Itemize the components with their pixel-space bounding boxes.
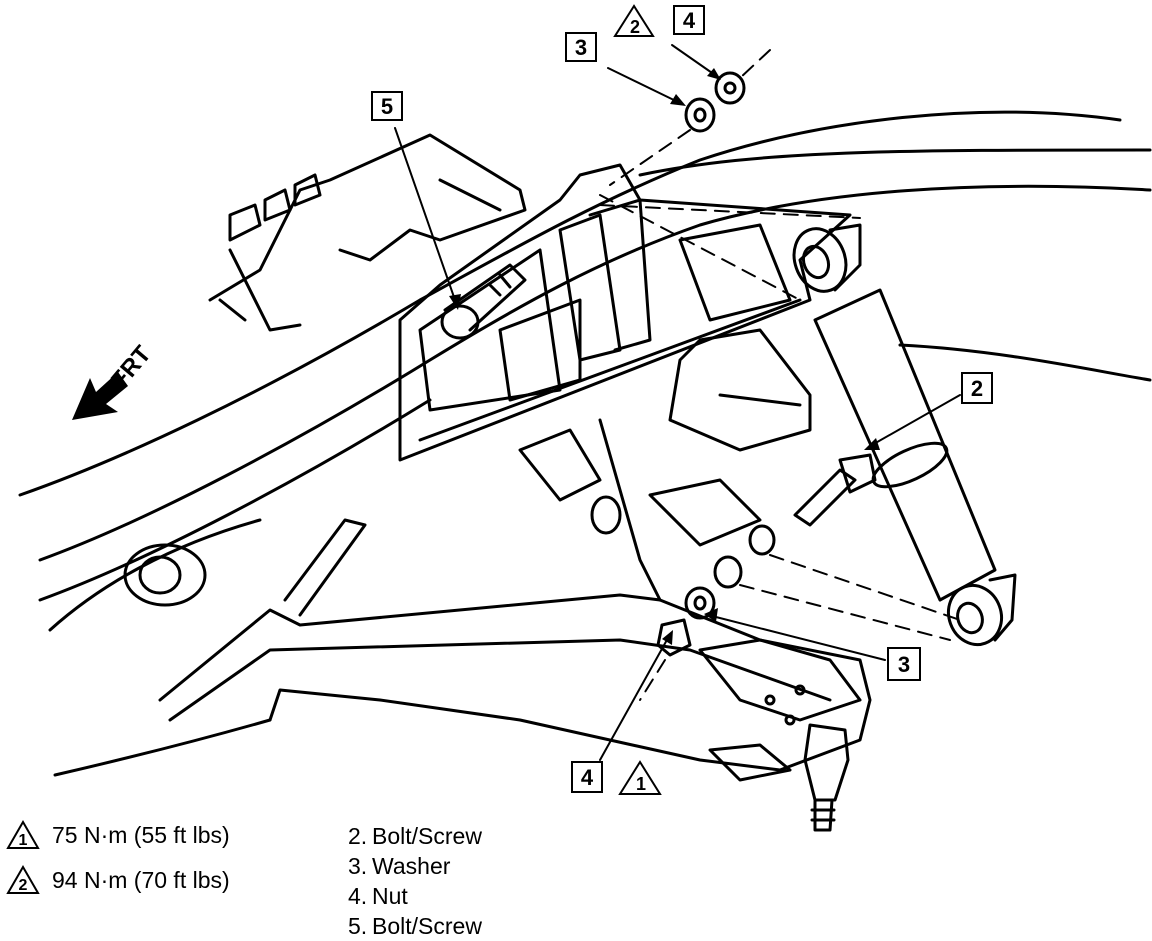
part-name: Bolt/Screw: [372, 823, 482, 849]
part-name: Nut: [372, 883, 408, 909]
part-name: Bolt/Screw: [372, 913, 482, 939]
leader-arrowheads: [449, 68, 880, 645]
list-item: 5. Bolt/Screw: [348, 911, 482, 941]
shock-absorber: [792, 223, 1017, 647]
upper-washer-nut: [684, 71, 746, 133]
part-number: 5.: [348, 913, 368, 939]
callout-4-top-label: 4: [683, 8, 696, 33]
torque-triangle-1-low-icon: 1: [618, 760, 662, 795]
svg-text:2: 2: [19, 877, 28, 894]
torque-spec-1-text: 75 N·m (55 ft lbs): [52, 822, 230, 848]
list-item: 3. Washer: [348, 851, 482, 881]
list-item: 4. Nut: [348, 881, 482, 911]
front-arrow-icon: [72, 372, 128, 420]
part-name: Washer: [372, 853, 451, 879]
upper-bolt: [440, 263, 527, 340]
callout-2-label: 2: [971, 376, 983, 401]
torque-2-top-label: 2: [630, 17, 640, 37]
callout-4-low: 4: [571, 761, 603, 793]
list-item: 2. Bolt/Screw: [348, 821, 482, 851]
svg-text:1: 1: [19, 832, 28, 849]
lower-washers-nut: [656, 524, 776, 657]
torque-spec-2-text: 94 N·m (70 ft lbs): [52, 867, 230, 893]
torque-triangle-2-top-icon: 2: [613, 4, 655, 37]
lower-bolt: [793, 453, 877, 527]
callout-5-label: 5: [381, 94, 393, 119]
crossmember: [208, 133, 527, 332]
torque-spec-2: 2 94 N·m (70 ft lbs): [6, 865, 230, 895]
ball-joint: [708, 723, 850, 832]
frame-rail: [18, 110, 1152, 632]
torque-spec-1: 1 75 N·m (55 ft lbs): [6, 820, 230, 850]
part-number: 4.: [348, 883, 368, 909]
lower-control-arm: [53, 418, 872, 777]
callout-3-low: 3: [887, 647, 921, 681]
leader-lines: [394, 44, 961, 761]
callout-5: 5: [371, 91, 403, 121]
callouts: 3 4 2 5 2 3 4 1: [371, 4, 993, 795]
callout-4-top: 4: [673, 5, 705, 35]
torque-triangle-icon: 1: [6, 820, 40, 849]
callout-3-top-label: 3: [575, 35, 587, 60]
torque-triangle-icon: 2: [6, 865, 40, 894]
alignment-lines: [599, 49, 961, 701]
part-number: 2.: [348, 823, 368, 849]
parts-list: 2. Bolt/Screw 3. Washer 4. Nut 5. Bolt/S…: [348, 821, 482, 941]
torque-legend: 1 75 N·m (55 ft lbs) 2 94 N·m (70 ft lbs…: [6, 820, 230, 895]
callout-3-low-label: 3: [898, 652, 910, 677]
callout-4-low-label: 4: [581, 765, 594, 790]
callout-3-top: 3: [565, 32, 597, 62]
part-number: 3.: [348, 853, 368, 879]
callout-2: 2: [961, 372, 993, 404]
torque-1-low-label: 1: [636, 774, 646, 794]
